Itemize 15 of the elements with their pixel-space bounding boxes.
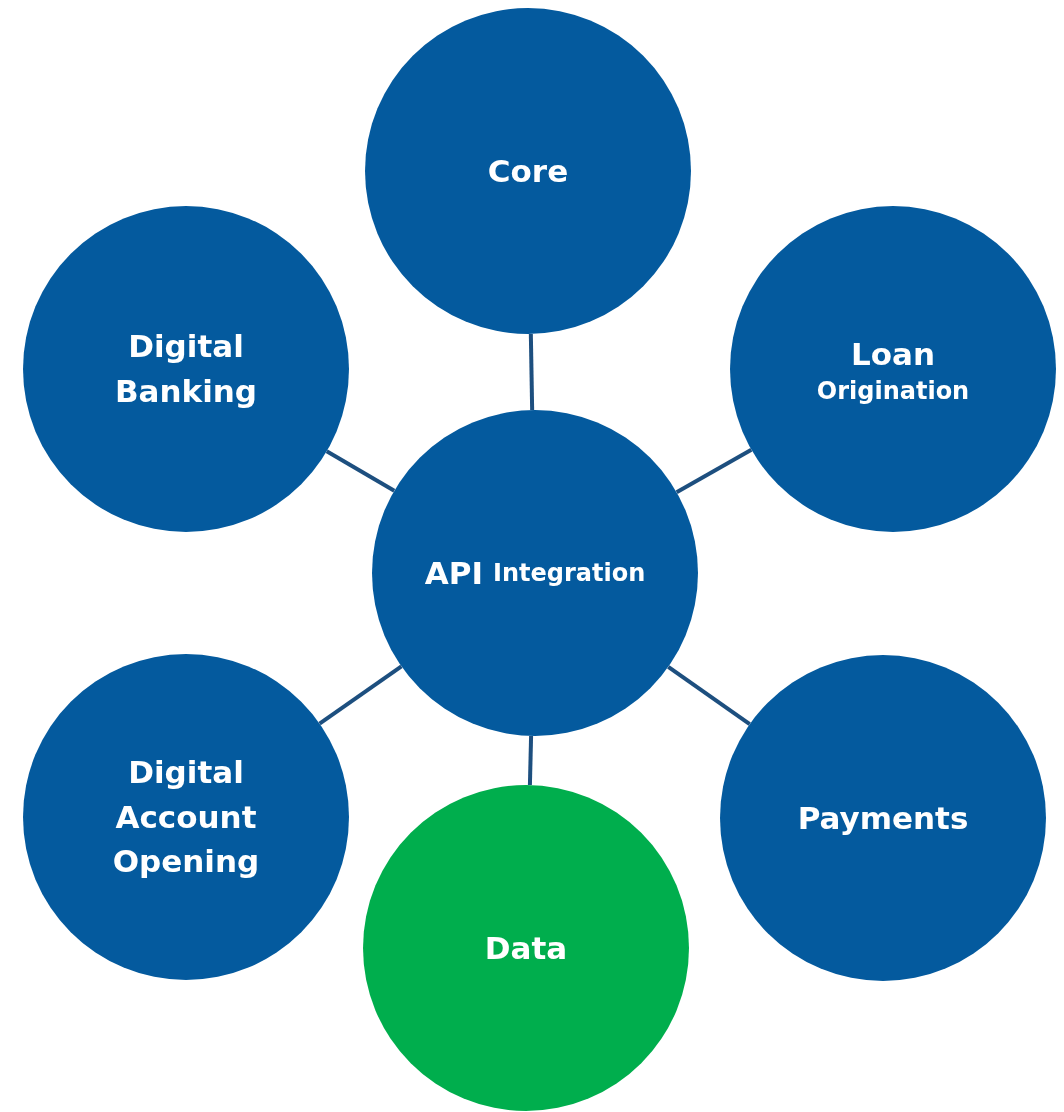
node-label: API [424, 553, 483, 593]
node-label: Core [487, 151, 569, 191]
node-label: Digital Banking [113, 327, 259, 411]
connector-line [675, 447, 753, 495]
node-label: Payments [797, 798, 969, 838]
node-label: Origination [816, 377, 970, 406]
connector-line [325, 449, 396, 493]
connector-line [528, 333, 535, 411]
node-label: Data [484, 928, 568, 968]
connector-line [527, 735, 534, 786]
node-label: Digital Account Opening [111, 752, 261, 882]
connector-line [667, 665, 751, 726]
node-label: Loan [850, 335, 935, 375]
node-label: Integration [493, 558, 646, 588]
connector-line [318, 664, 403, 726]
